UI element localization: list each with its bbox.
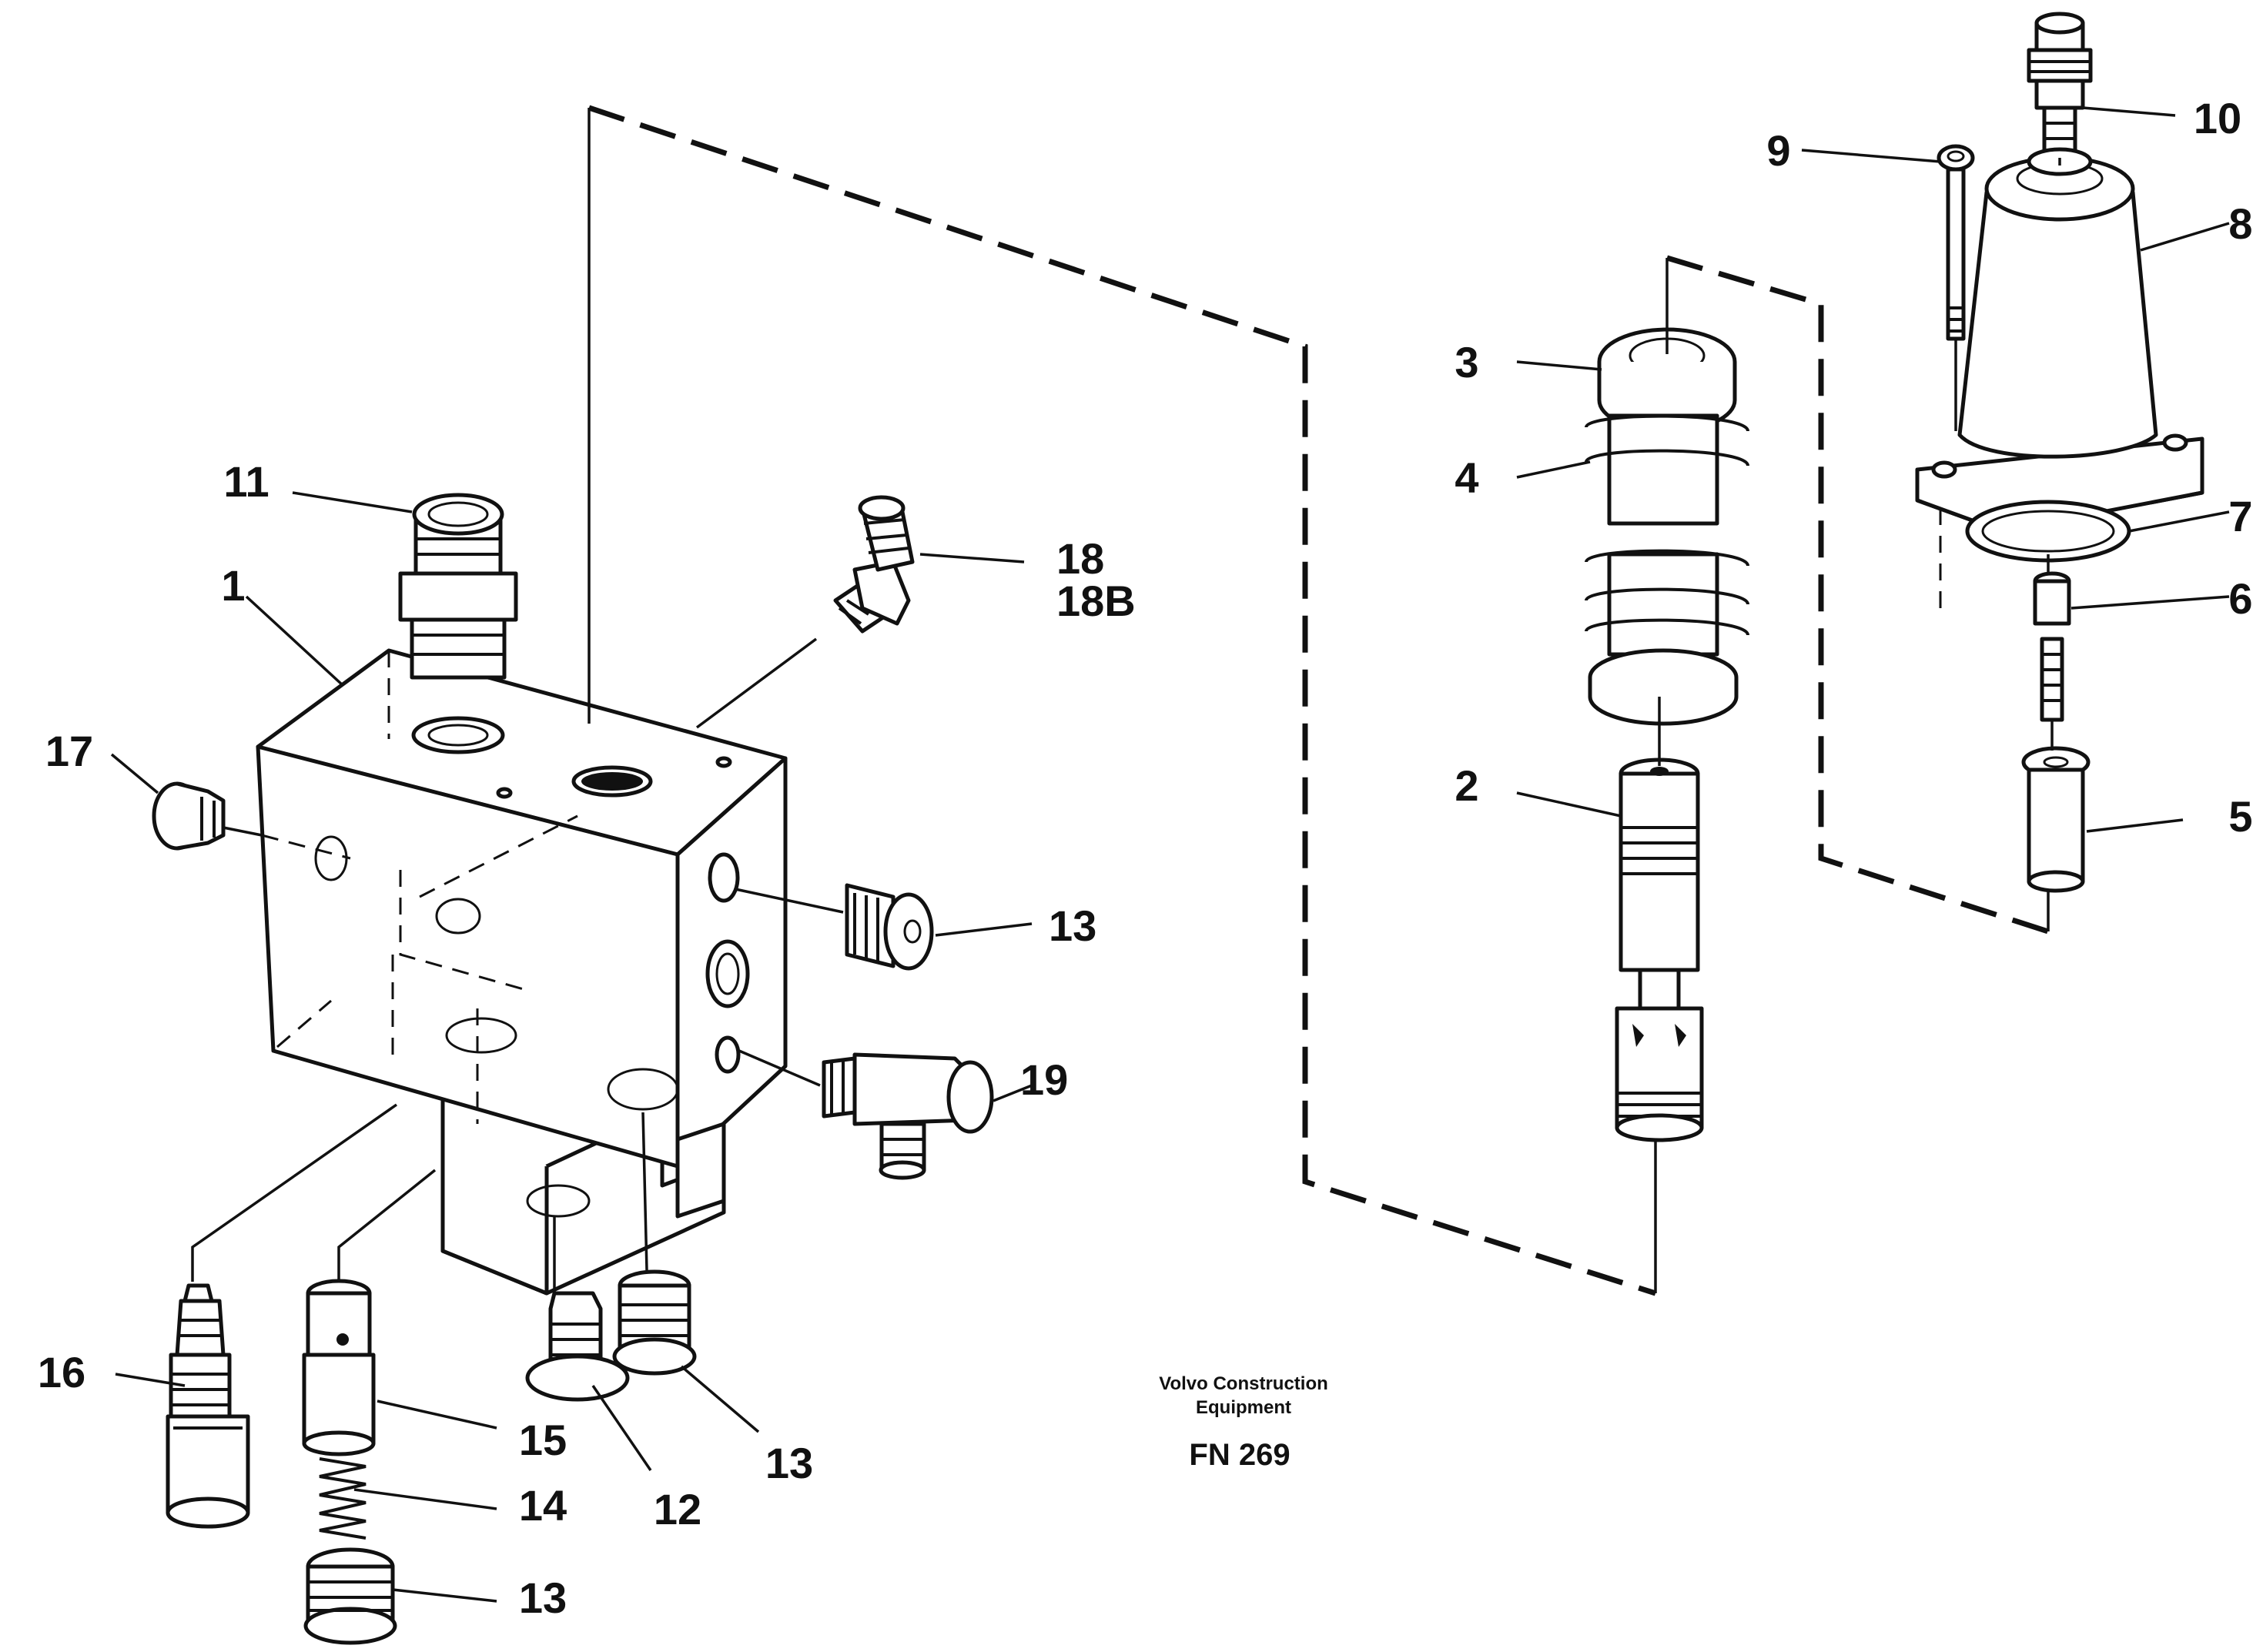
label-part-6: 6 [2228, 574, 2252, 623]
part-5-sleeve [2021, 746, 2091, 893]
part-19-banjo-fitting [822, 1052, 994, 1180]
valve-block [256, 648, 788, 1296]
part-13-plug-bottom [303, 1547, 397, 1645]
part-15-spool [302, 1279, 376, 1456]
label-part-10: 10 [2194, 94, 2241, 142]
label-part-13-bottom: 13 [519, 1573, 567, 1622]
caption-figure-number: FN 269 [1189, 1438, 1290, 1472]
caption-company-line2: Equipment [1196, 1397, 1291, 1418]
label-part-4: 4 [1455, 453, 1478, 502]
label-part-15: 15 [519, 1416, 567, 1464]
part-labels: 1 11 17 18 18B 13 19 16 15 14 13 12 13 3… [38, 94, 2253, 1622]
assembly-boundary-dashed [588, 105, 2050, 1296]
label-part-14: 14 [519, 1481, 567, 1530]
label-part-17: 17 [45, 727, 93, 775]
label-part-13-center: 13 [765, 1439, 813, 1487]
label-part-2: 2 [1455, 761, 1478, 810]
part-17-plug [152, 781, 226, 851]
part-16-cartridge [166, 1283, 250, 1529]
part-9-bolt [1937, 144, 1975, 341]
part-4-spring-sleeve [1585, 413, 1749, 726]
part-13-plug-right [845, 883, 934, 971]
leader-lines [110, 106, 2230, 1603]
part-13-plug-center [612, 1269, 697, 1376]
label-part-7: 7 [2228, 492, 2252, 540]
caption-company-line1: Volvo Construction [1159, 1373, 1328, 1394]
part-6-plunger [2033, 571, 2071, 722]
part-10-fitting [2027, 12, 2093, 176]
label-part-13-right: 13 [1049, 901, 1096, 950]
figure-caption: Volvo Construction Equipment FN 269 [1159, 1373, 1328, 1472]
label-part-5: 5 [2228, 792, 2252, 841]
part-2-spool [1615, 757, 1704, 1142]
label-part-18: 18 [1056, 534, 1104, 583]
label-part-12: 12 [654, 1485, 701, 1533]
label-part-8: 8 [2228, 199, 2252, 248]
part-18-elbow-fitting [833, 495, 915, 634]
label-part-3: 3 [1455, 338, 1478, 386]
label-part-11: 11 [223, 457, 269, 506]
label-part-1: 1 [221, 561, 245, 610]
part-7-o-ring [1965, 500, 2131, 563]
part-12-plug [525, 1291, 630, 1402]
center-lines [191, 108, 2061, 1293]
label-part-18b: 18B [1056, 577, 1136, 625]
part-14-spring [319, 1457, 367, 1540]
label-part-16: 16 [38, 1348, 85, 1396]
label-part-19: 19 [1020, 1055, 1068, 1104]
label-part-9: 9 [1766, 126, 1790, 175]
part-11-fitting [398, 493, 518, 680]
